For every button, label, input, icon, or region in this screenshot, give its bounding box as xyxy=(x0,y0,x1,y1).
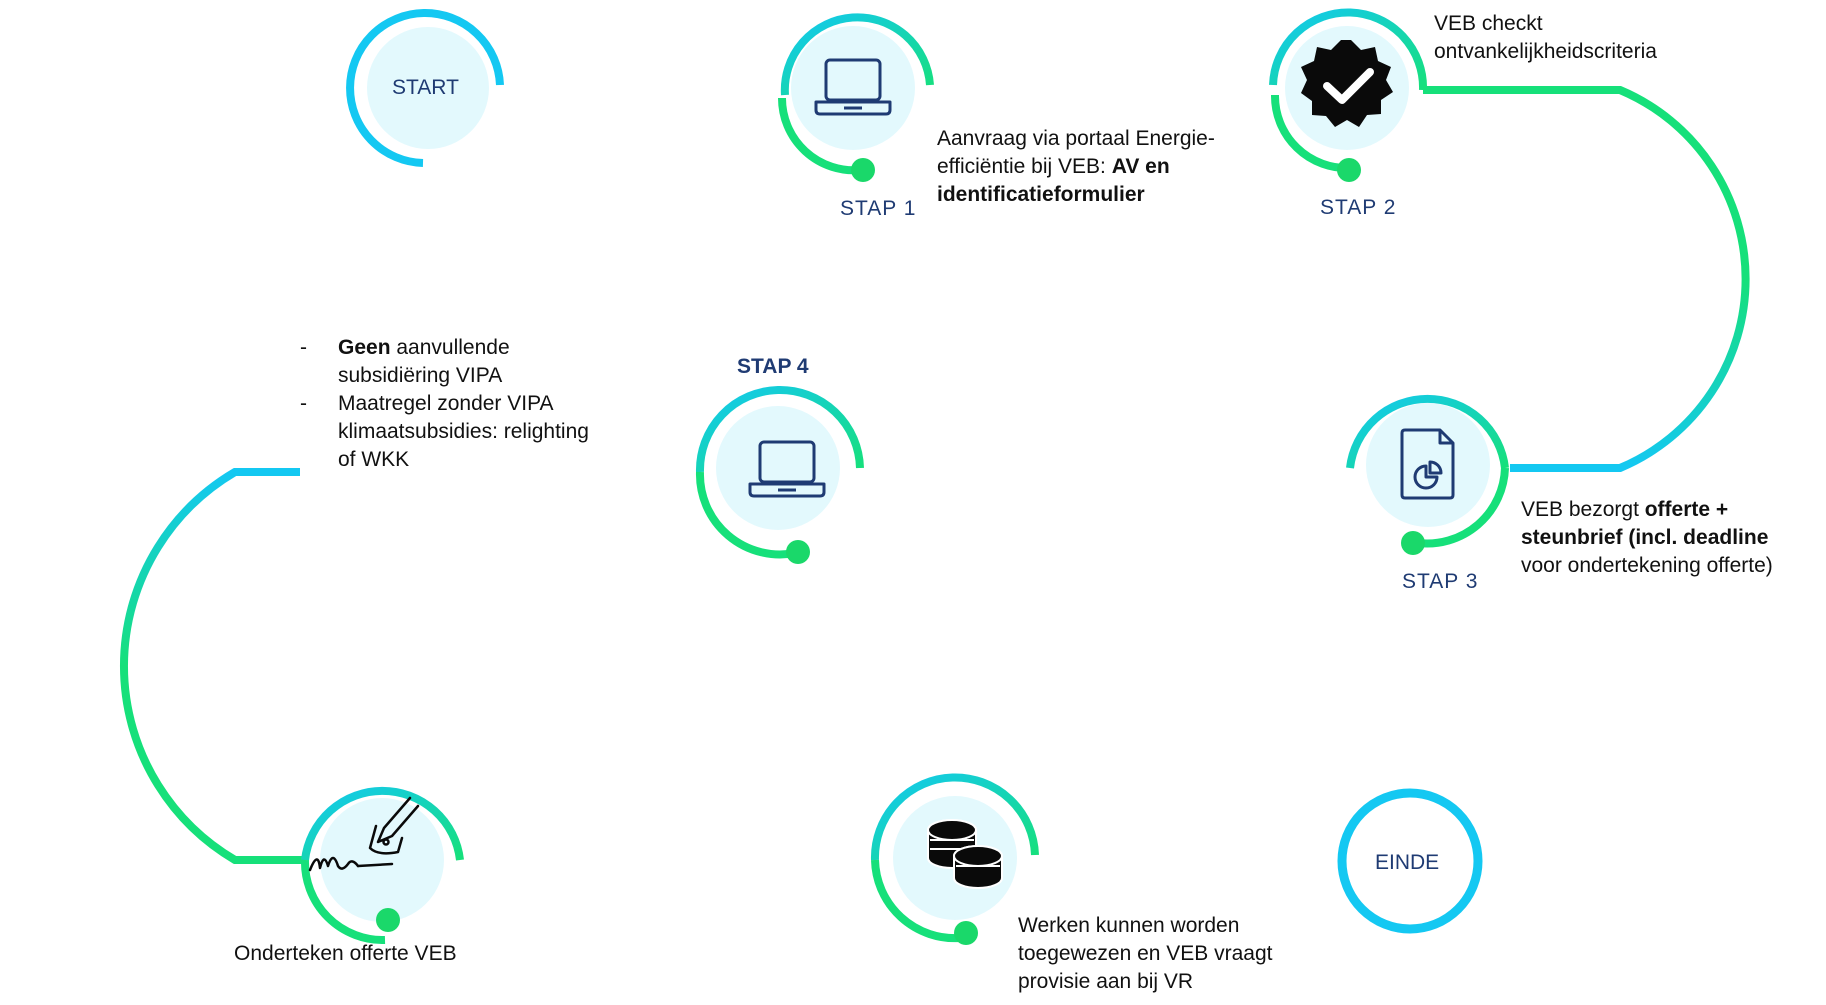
step-1-text-plain: efficiëntie bij VEB: xyxy=(937,155,1112,178)
step-1-text-line: Aanvraag via portaal Energie- xyxy=(937,127,1215,150)
step-4-text-line: subsidiëring VIPA xyxy=(338,364,503,387)
step-1-text-bold: AV en xyxy=(1111,155,1170,178)
step-3-label: STAP 3 xyxy=(1402,570,1479,593)
step-5-description: Onderteken offerte VEB xyxy=(234,942,457,965)
step-4-description: - Geen aanvullende subsidiëring VIPA - M… xyxy=(300,334,638,474)
verified-badge-icon xyxy=(1301,40,1393,127)
flow-connectors xyxy=(119,81,1750,864)
step-2-node xyxy=(1269,8,1428,182)
connector-curve-left xyxy=(119,468,305,864)
coins-icon xyxy=(927,819,1003,889)
step-1-node xyxy=(777,13,934,182)
step-3-text-line: steunbrief (incl. deadline xyxy=(1521,526,1769,549)
end-label: EINDE xyxy=(1375,851,1440,874)
step-3-text-bold: offerte + xyxy=(1644,498,1729,521)
step-3-text-line: voor ondertekening offerte) xyxy=(1521,554,1773,577)
step-1-text-line: efficiëntie bij VEB: AV en xyxy=(937,153,1267,181)
step-1-label: STAP 1 xyxy=(840,197,917,220)
step-4-text-plain: aanvullende xyxy=(390,336,510,359)
list-item: - Maatregel zonder VIPA klimaatsubsidies… xyxy=(300,390,638,474)
step-6-text-line: provisie aan bij VR xyxy=(1018,970,1194,993)
step-3-node xyxy=(1346,394,1509,555)
bullet-dash: - xyxy=(300,392,307,415)
step-4-text-line: klimaatsubsidies: relighting xyxy=(338,420,589,443)
step-4-text-line: of WKK xyxy=(338,448,410,471)
step-5-node xyxy=(300,786,464,945)
step-6-text-line: toegewezen en VEB vraagt xyxy=(1018,942,1273,965)
laptop-icon xyxy=(814,58,892,116)
step-6-node xyxy=(870,773,1039,945)
step-4-bullet-list: - Geen aanvullende subsidiëring VIPA - M… xyxy=(300,334,638,474)
list-item: - Geen aanvullende subsidiëring VIPA xyxy=(300,334,638,390)
step-4-text-line: Maatregel zonder VIPA xyxy=(338,392,554,415)
step-3-text-line: VEB bezorgt offerte + xyxy=(1521,496,1821,524)
connector-s2-curve-right xyxy=(1423,86,1750,472)
step-6-text-line: Werken kunnen worden xyxy=(1018,914,1240,937)
step-4-label: STAP 4 xyxy=(737,355,809,378)
step-1-text-line: identificatieformulier xyxy=(937,183,1145,206)
step-2-text-line: VEB checkt xyxy=(1434,12,1543,35)
step-2-label: STAP 2 xyxy=(1320,196,1397,219)
bullet-dash: - xyxy=(300,336,307,359)
step-3-text-plain: VEB bezorgt xyxy=(1521,498,1645,521)
step-2-text-line: ontvankelijkheidscriteria xyxy=(1434,40,1657,63)
step-6-description: Werken kunnen worden toegewezen en VEB v… xyxy=(1018,912,1338,996)
signature-pen-icon xyxy=(308,796,420,872)
step-1-description: Aanvraag via portaal Energie- efficiënti… xyxy=(937,125,1267,209)
start-label: START xyxy=(392,76,459,99)
laptop-icon xyxy=(748,440,826,498)
step-4-text-bold: Geen xyxy=(338,336,391,359)
start-node xyxy=(346,9,504,167)
document-chart-icon xyxy=(1400,428,1455,500)
step-4-node xyxy=(695,386,864,564)
end-node xyxy=(1337,788,1483,934)
step-3-description: VEB bezorgt offerte + steunbrief (incl. … xyxy=(1521,496,1821,580)
step-2-description: VEB checkt ontvankelijkheidscriteria xyxy=(1434,10,1734,66)
